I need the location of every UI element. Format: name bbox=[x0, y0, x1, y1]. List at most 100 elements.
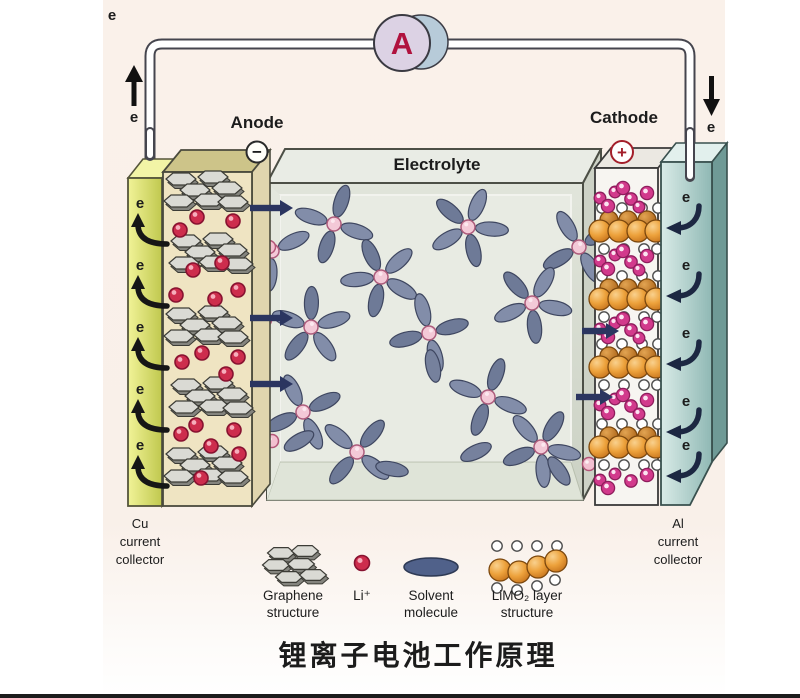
oxygen-circle bbox=[531, 540, 543, 552]
electron-arrowhead bbox=[131, 213, 145, 227]
li-ion bbox=[600, 261, 616, 277]
cu-line1: Cu bbox=[132, 516, 149, 531]
highlight bbox=[175, 225, 181, 230]
highlight bbox=[191, 420, 197, 425]
legend-solvent-line2: molecule bbox=[404, 605, 458, 620]
li-ion-center bbox=[349, 444, 365, 460]
down-arrow-shaft bbox=[709, 76, 714, 100]
electron-arrow bbox=[676, 407, 702, 435]
highlight bbox=[309, 321, 314, 326]
ammeter: A bbox=[373, 14, 449, 72]
legend-graphene-line2: structure bbox=[267, 605, 320, 620]
legend-graphene-line1: Graphene bbox=[263, 588, 323, 603]
limo2-structure bbox=[588, 180, 668, 496]
solvent-molecule bbox=[460, 441, 492, 463]
li-ion bbox=[608, 467, 622, 481]
electron-label: e bbox=[136, 257, 144, 274]
highlight bbox=[233, 285, 239, 290]
legend-li-label: Li⁺ bbox=[353, 588, 371, 603]
li-ion bbox=[639, 316, 655, 332]
li-ion bbox=[615, 243, 631, 259]
cathode-label: Cathode bbox=[590, 108, 658, 127]
li-ion bbox=[632, 407, 646, 421]
electron-arrow bbox=[135, 223, 170, 247]
li-flow-arrowhead bbox=[600, 389, 613, 405]
highlight bbox=[528, 298, 533, 303]
highlight bbox=[619, 390, 624, 396]
cathode-slab: + bbox=[588, 140, 676, 506]
li-flow-arrowhead bbox=[280, 200, 293, 216]
graphene-platelet bbox=[222, 257, 254, 271]
legend-limo2-line2: structure bbox=[501, 605, 554, 620]
highlight bbox=[643, 251, 648, 257]
highlight bbox=[206, 441, 212, 446]
oxygen-circle bbox=[511, 540, 523, 552]
oxygen-circle bbox=[598, 311, 610, 323]
graphene-platelet bbox=[216, 243, 248, 257]
electron-arrowhead bbox=[131, 399, 145, 413]
anode-label: Anode bbox=[231, 113, 284, 132]
graphene-platelet bbox=[165, 447, 197, 461]
highlight bbox=[619, 314, 624, 320]
ammeter-dial bbox=[373, 14, 431, 72]
electron-arrowhead bbox=[666, 289, 681, 303]
li-ion-icon bbox=[353, 554, 371, 572]
solvent-molecule bbox=[424, 349, 442, 383]
electron-label: e bbox=[682, 393, 690, 410]
li-ion bbox=[600, 480, 616, 496]
highlight bbox=[428, 328, 433, 333]
li-ion bbox=[174, 354, 190, 370]
highlight bbox=[578, 242, 583, 247]
graphene-platelet bbox=[202, 232, 234, 246]
oxygen-circle bbox=[598, 459, 610, 471]
li-ion bbox=[203, 438, 219, 454]
highlight bbox=[643, 188, 648, 194]
li-flow-arrowhead bbox=[280, 310, 293, 326]
graphene-platelet bbox=[163, 469, 195, 483]
li-ion bbox=[225, 213, 241, 229]
highlight bbox=[210, 294, 216, 299]
li-flow-arrow-shaft bbox=[576, 393, 601, 401]
li-ion-center bbox=[571, 239, 587, 255]
anode-side-face bbox=[251, 147, 271, 509]
highlight bbox=[643, 395, 648, 401]
highlight bbox=[177, 357, 183, 362]
highlight bbox=[176, 429, 182, 434]
highlight bbox=[627, 401, 632, 407]
al-side-face bbox=[711, 140, 728, 465]
highlight bbox=[330, 219, 335, 224]
solvent-molecule-cluster bbox=[294, 184, 374, 264]
electron-arrow bbox=[135, 465, 170, 489]
highlight bbox=[541, 442, 546, 447]
solvent-petal bbox=[313, 331, 337, 362]
highlight bbox=[627, 476, 632, 482]
loose-solvent-molecules bbox=[283, 349, 571, 486]
oxygen-circle bbox=[531, 580, 543, 592]
highlight bbox=[627, 194, 632, 200]
highlight bbox=[357, 557, 363, 564]
anode-minus-badge bbox=[245, 140, 269, 164]
highlight bbox=[611, 318, 616, 324]
graphene-platelet bbox=[261, 558, 291, 572]
li-ion bbox=[230, 282, 246, 298]
solvent-molecule-cluster bbox=[494, 266, 573, 344]
li-ion bbox=[353, 554, 371, 572]
highlight bbox=[596, 256, 601, 262]
oxygen-circle bbox=[596, 418, 608, 430]
li-flow-arrowhead bbox=[280, 376, 293, 392]
li-ion bbox=[581, 456, 597, 472]
graphene-platelet bbox=[217, 470, 249, 484]
graphene-platelet bbox=[197, 170, 229, 184]
electron-flow-top-right: e bbox=[703, 76, 720, 136]
highlight bbox=[611, 250, 616, 256]
li-ion bbox=[615, 311, 631, 327]
cu-front-face bbox=[127, 177, 163, 507]
al-current-collector bbox=[659, 140, 729, 506]
highlight bbox=[627, 257, 632, 263]
solvent-molecule-cluster bbox=[432, 188, 509, 268]
electron-label: e bbox=[682, 257, 690, 274]
cu-line2: current bbox=[120, 534, 161, 549]
